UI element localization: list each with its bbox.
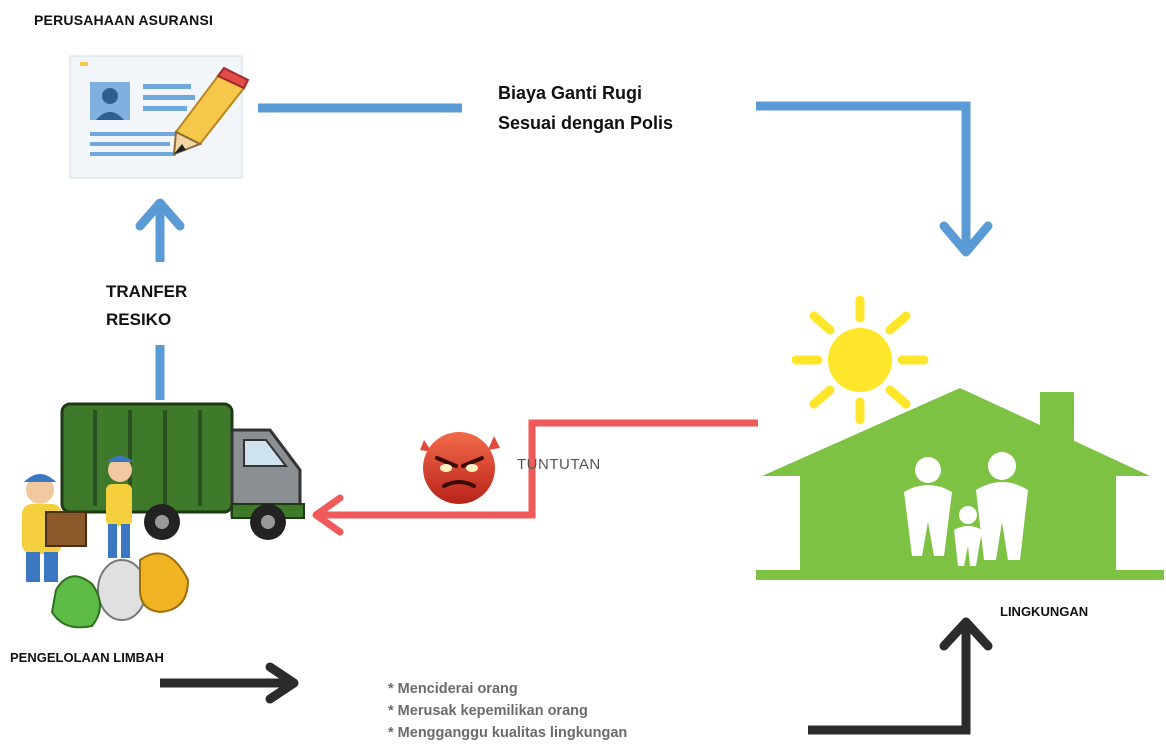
risk-transfer-line-1: TRANFER (106, 282, 188, 301)
garbage-truck-icon (60, 402, 305, 540)
impact-item-3: * Mengganggu kualitas lingkungan (388, 725, 628, 741)
impact-list: * Menciderai orang * Merusak kepemilikan… (388, 678, 627, 744)
compensation-line-1: Biaya Ganti Rugi (498, 83, 643, 103)
trash-bags-icon (50, 552, 190, 629)
risk-transfer-line-2: RESIKO (106, 310, 172, 329)
impact-arrow-up (808, 617, 993, 735)
environment-title: LINGKUNGAN (1000, 604, 1089, 619)
house-family-icon (756, 388, 1164, 580)
waste-management-title: PENGELOLAAN LIMBAH (10, 650, 164, 665)
sun-icon (791, 295, 929, 425)
insurer-title: PERUSAHAAN ASURANSI (34, 12, 214, 28)
compensation-label: Biaya Ganti Rugi Sesuai dengan Polis (498, 78, 673, 138)
compensation-line-2: Sesuai dengan Polis (498, 113, 674, 133)
devil-face-icon (420, 432, 500, 504)
risk-transfer-arrow (135, 198, 185, 400)
impact-arrow-out (160, 662, 299, 704)
pencil-icon (172, 66, 250, 156)
claim-label: TUNTUTAN (517, 456, 601, 473)
compensation-arrow (258, 101, 993, 257)
waste-workers-icon (22, 456, 134, 582)
risk-transfer-label: TRANFER RESIKO (106, 278, 187, 334)
claim-arrow (312, 419, 758, 536)
impact-item-2: * Merusak kepemilikan orang (388, 703, 588, 719)
impact-item-1: * Menciderai orang (388, 681, 518, 697)
